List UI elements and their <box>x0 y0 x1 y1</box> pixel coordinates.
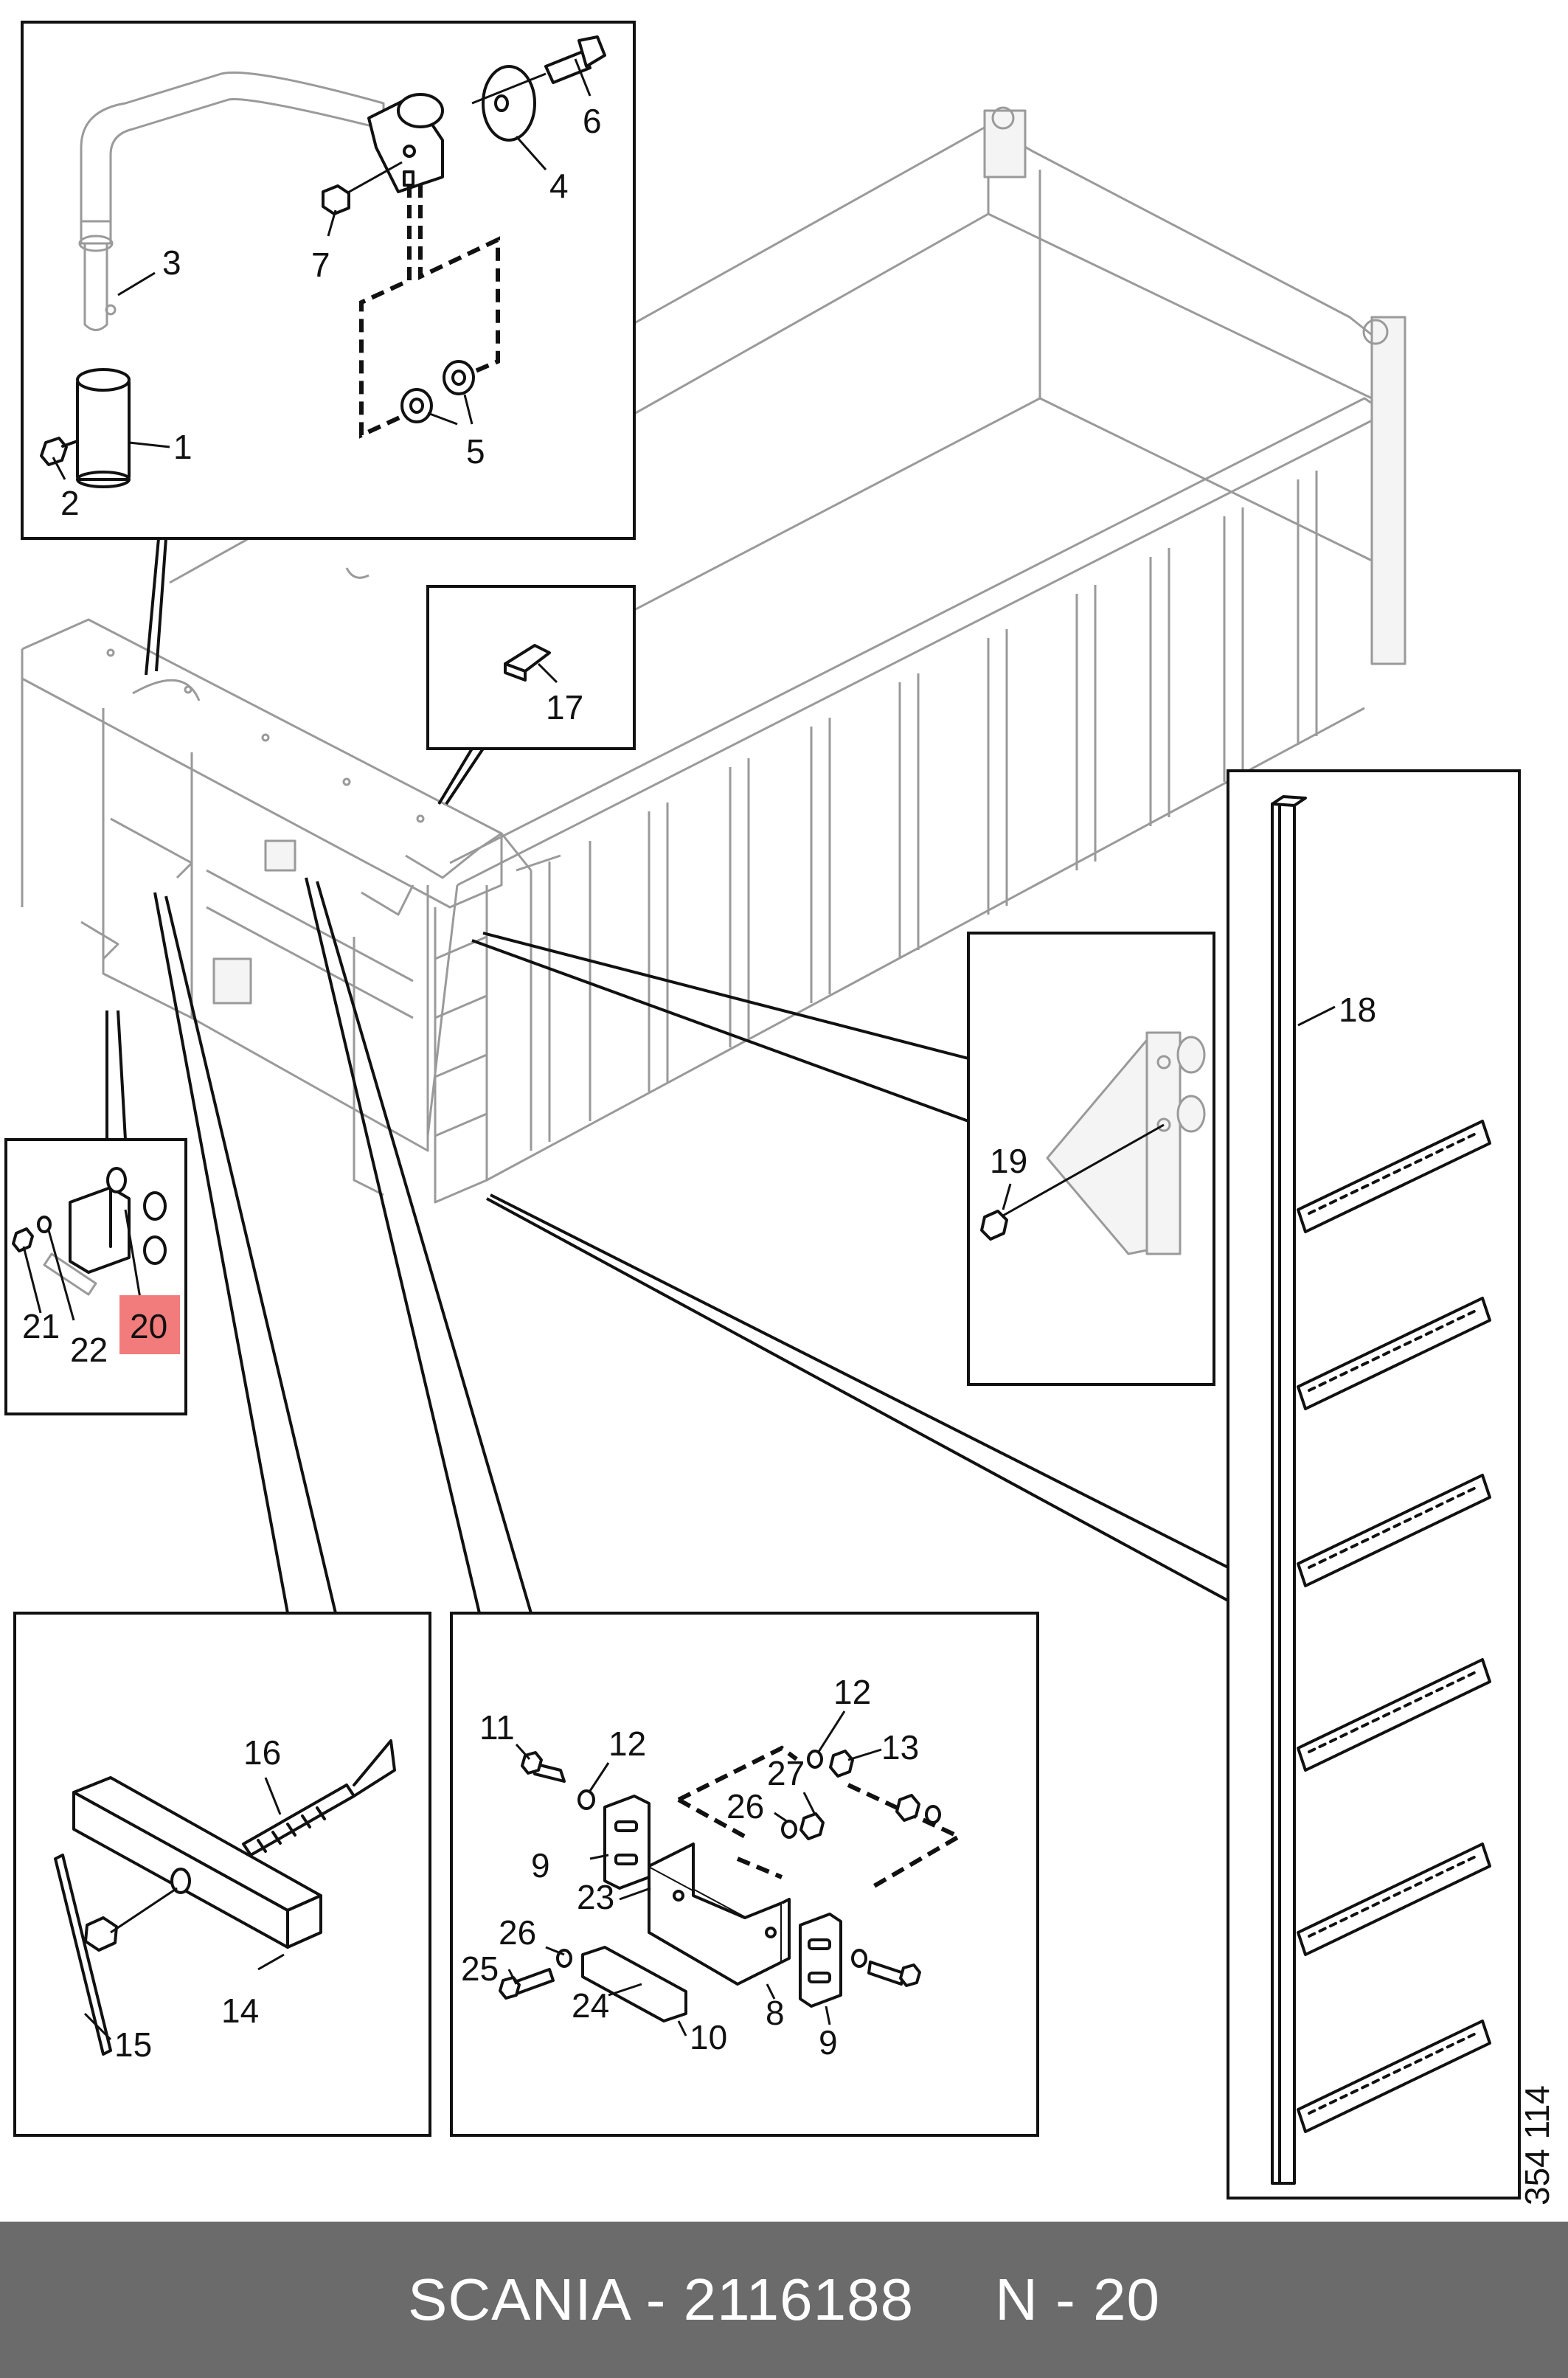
detail-box-mount: 11 12 12 13 27 26 9 23 26 25 24 10 8 9 <box>305 877 1039 2137</box>
label-part-17: 17 <box>546 688 583 727</box>
label-part-20: 20 <box>130 1307 167 1345</box>
detail-box-tensioner: 16 14 15 <box>13 892 431 2137</box>
label-part-6: 6 <box>583 102 602 140</box>
label-part-15: 15 <box>114 2025 152 2064</box>
label-part-19: 19 <box>990 1142 1027 1180</box>
label-part-21: 21 <box>22 1307 60 1345</box>
label-part-23: 23 <box>577 1878 614 1916</box>
label-part-24: 24 <box>572 1986 609 2025</box>
label-part-22: 22 <box>70 1331 108 1369</box>
label-part-9-right: 9 <box>819 2023 838 2062</box>
footer-part-number: SCANIA - 2116188 <box>408 2267 915 2332</box>
label-part-26-bottom: 26 <box>499 1913 536 1952</box>
label-part-25: 25 <box>461 1949 499 1988</box>
label-part-27: 27 <box>767 1754 805 1792</box>
label-part-4: 4 <box>549 167 569 205</box>
label-part-1: 1 <box>173 428 192 466</box>
footer-position: N - 20 <box>995 2267 1160 2332</box>
label-part-9-left: 9 <box>531 1846 550 1885</box>
label-part-12-right: 12 <box>833 1673 871 1711</box>
label-part-12-left: 12 <box>608 1724 646 1763</box>
label-part-3: 3 <box>162 243 181 282</box>
detail-box-pivot: 1 2 3 4 5 6 7 <box>21 21 636 676</box>
detail-box-clip: 17 <box>426 585 636 805</box>
label-part-10: 10 <box>690 2018 727 2056</box>
label-part-11: 11 <box>479 1708 515 1747</box>
label-part-5: 5 <box>466 432 485 471</box>
label-part-13: 13 <box>881 1728 919 1767</box>
detail-box-19: 19 <box>471 932 1215 1386</box>
label-part-16: 16 <box>243 1733 281 1772</box>
dump-body-ghost <box>21 106 1406 1204</box>
label-part-26-top: 26 <box>726 1787 764 1826</box>
drawing-number: 354 114 <box>1518 2085 1556 2205</box>
detail-box-20-22: 21 22 20 <box>4 1010 187 1415</box>
label-part-7: 7 <box>311 246 330 284</box>
ladder-rungs <box>1297 1120 1491 2133</box>
detail-box-ladder: 18 <box>486 769 1521 2200</box>
label-part-18: 18 <box>1339 991 1376 1029</box>
label-part-14: 14 <box>221 1992 259 2030</box>
label-part-2: 2 <box>60 484 80 522</box>
footer-bar: SCANIA - 2116188 N - 20 <box>0 2222 1568 2378</box>
label-part-8: 8 <box>766 1994 785 2032</box>
highlight-part-20 <box>119 1295 180 1354</box>
